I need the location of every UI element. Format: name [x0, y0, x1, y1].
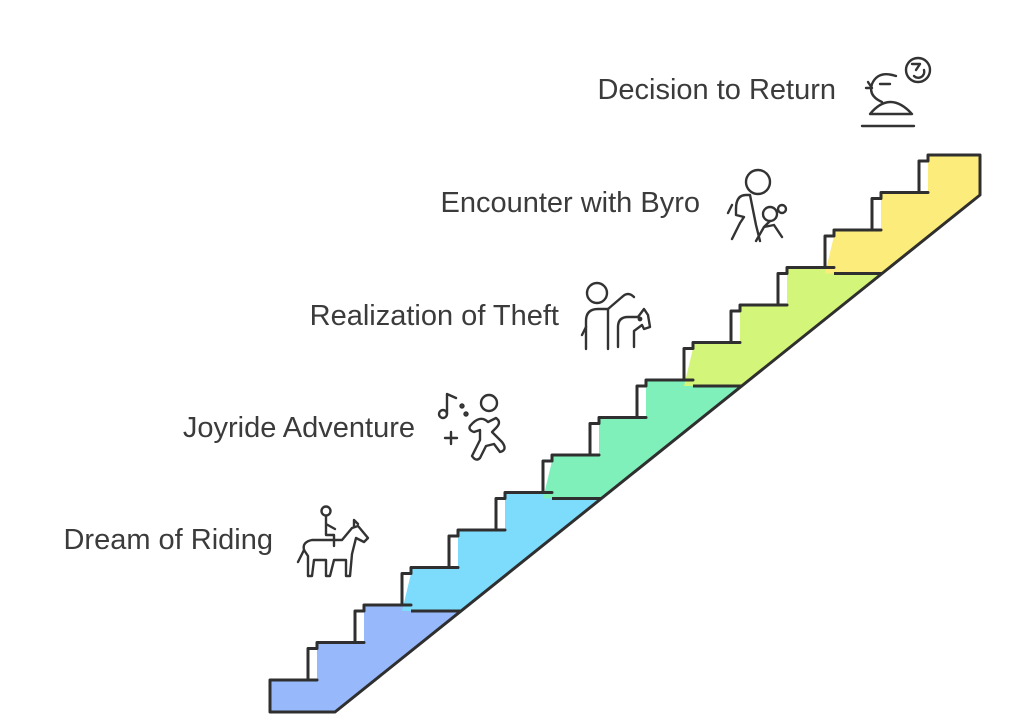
stair-band: [270, 605, 469, 712]
step-label-realization-of-theft: Realization of Theft: [309, 300, 559, 332]
stair-band: [543, 380, 750, 499]
horse-rider-icon: [292, 502, 376, 591]
step-label-decision-to-return: Decision to Return: [597, 74, 836, 106]
step-label-joyride-adventure: Joyride Adventure: [182, 412, 415, 444]
stair-band: [825, 155, 980, 274]
dancing-person-music-icon: [436, 388, 516, 473]
person-turning-back-icon: [858, 50, 942, 139]
person-with-dog-icon: [578, 279, 658, 364]
stair-band: [402, 492, 609, 611]
step-label-encounter-with-byro: Encounter with Byro: [440, 187, 700, 219]
staircase-outline: [268, 153, 982, 714]
adult-and-child-icon: [722, 165, 802, 250]
step-label-dream-of-riding: Dream of Riding: [63, 524, 273, 556]
stair-band: [684, 267, 890, 386]
